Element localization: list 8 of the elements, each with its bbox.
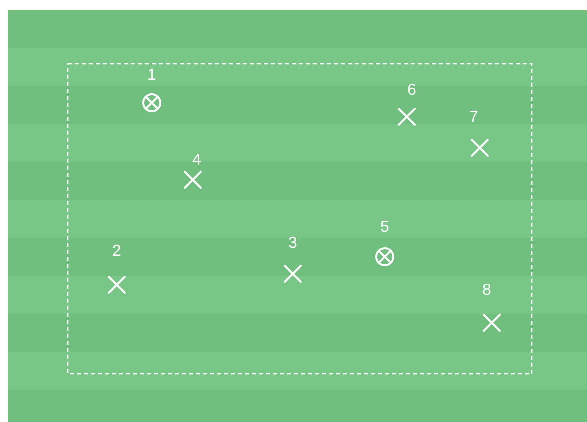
player-number: 7 bbox=[470, 109, 478, 127]
player-number: 2 bbox=[112, 243, 122, 261]
player-number: 8 bbox=[482, 282, 492, 300]
player-number: 3 bbox=[288, 235, 298, 253]
player-number: 6 bbox=[408, 82, 416, 100]
player-number: 4 bbox=[192, 152, 202, 170]
player-number: 5 bbox=[380, 219, 390, 237]
player-number: 1 bbox=[148, 67, 156, 85]
